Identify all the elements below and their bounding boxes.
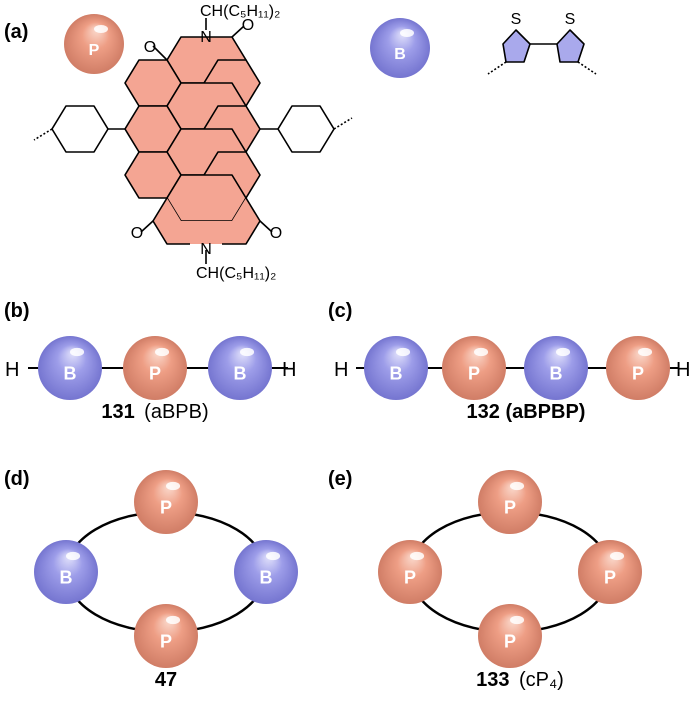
- panel-d-label: (d): [4, 468, 30, 490]
- chain-c-bead-3-letter: P: [632, 364, 644, 384]
- carbonyl-o-bottom-right: O: [270, 225, 282, 242]
- carbonyl-o-top-left: O: [144, 39, 156, 56]
- ring-d-bead-3-letter: B: [260, 568, 273, 588]
- caption-e: 133 (cP₄): [476, 669, 564, 691]
- bithiophene-structure: [487, 29, 597, 75]
- carbonyl-o-top-right: O: [242, 17, 254, 34]
- ring-d-bead-2-letter: P: [160, 632, 172, 652]
- substituent-bottom: CH(C₅H₁₁)₂: [196, 265, 276, 282]
- nitrogen-top: N: [200, 29, 212, 46]
- caption-b: 131 (aBPB): [101, 401, 208, 423]
- bead-p-legend-letter: P: [89, 42, 100, 59]
- perylene-diimide-structure: [33, 18, 353, 264]
- chain-c-bead-1-letter: P: [468, 364, 480, 384]
- caption-b-rest: (aBPB): [144, 401, 208, 423]
- caption-e-bold: 133: [476, 669, 509, 691]
- caption-d: 47: [155, 669, 177, 691]
- ring-e-bead-1-letter: P: [404, 568, 416, 588]
- ring-e-bead-1: P: [378, 540, 442, 604]
- ring-d-beads: P B P B: [34, 470, 298, 668]
- panel-e-label: (e): [328, 468, 352, 490]
- ring-e-bead-0-letter: P: [504, 498, 516, 518]
- ring-e-bead-2: P: [478, 604, 542, 668]
- sulfur-left: S: [511, 11, 522, 28]
- chain-b-bead-0-letter: B: [64, 364, 77, 384]
- ring-d-bead-1: B: [34, 540, 98, 604]
- ring-e-bead-3: P: [578, 540, 642, 604]
- chain-c-end-right: H: [676, 359, 690, 381]
- ring-e-bead-3-letter: P: [604, 568, 616, 588]
- sulfur-right: S: [565, 11, 576, 28]
- chain-b-bead-1: P: [123, 336, 187, 400]
- panel-c-label: (c): [328, 300, 352, 322]
- chain-c-bead-1: P: [442, 336, 506, 400]
- nitrogen-bottom: N: [200, 241, 212, 258]
- chain-b-end-right: H: [282, 359, 296, 381]
- caption-c-bold: 132 (aBPBP): [467, 401, 586, 423]
- caption-d-bold: 47: [155, 669, 177, 691]
- caption-e-rest: (cP₄): [519, 669, 564, 691]
- chain-c-end-left: H: [334, 359, 348, 381]
- caption-b-bold: 131: [101, 401, 134, 423]
- carbonyl-o-bottom-left: O: [131, 225, 143, 242]
- bead-b-legend-letter: B: [394, 46, 406, 63]
- ring-d-bead-0: P: [134, 470, 198, 534]
- substituent-top: CH(C₅H₁₁)₂: [200, 3, 280, 20]
- chain-c-bead-0-letter: B: [390, 364, 403, 384]
- bead-p-legend: P: [64, 14, 124, 74]
- chain-b-end-left: H: [5, 359, 19, 381]
- chain-c-bead-2: B: [524, 336, 588, 400]
- chain-b-bead-1-letter: P: [149, 364, 161, 384]
- ring-e-bead-2-letter: P: [504, 632, 516, 652]
- ring-d-bead-3: B: [234, 540, 298, 604]
- ring-e-beads: P P P P: [378, 470, 642, 668]
- ring-e-bead-0: P: [478, 470, 542, 534]
- chain-c-bead-2-letter: B: [550, 364, 563, 384]
- panel-b-label: (b): [4, 300, 30, 322]
- chain-b-bead-0: B: [38, 336, 102, 400]
- panel-a-label: (a): [4, 21, 28, 43]
- ring-d-bead-2: P: [134, 604, 198, 668]
- chain-b-bead-2-letter: B: [234, 364, 247, 384]
- chain-c-bead-0: B: [364, 336, 428, 400]
- chain-c-bead-3: P: [606, 336, 670, 400]
- ring-d-bead-1-letter: B: [60, 568, 73, 588]
- bead-b-legend: B: [370, 18, 430, 78]
- chain-b-bead-2: B: [208, 336, 272, 400]
- caption-c: 132 (aBPBP): [467, 401, 586, 423]
- ring-d-bead-0-letter: P: [160, 498, 172, 518]
